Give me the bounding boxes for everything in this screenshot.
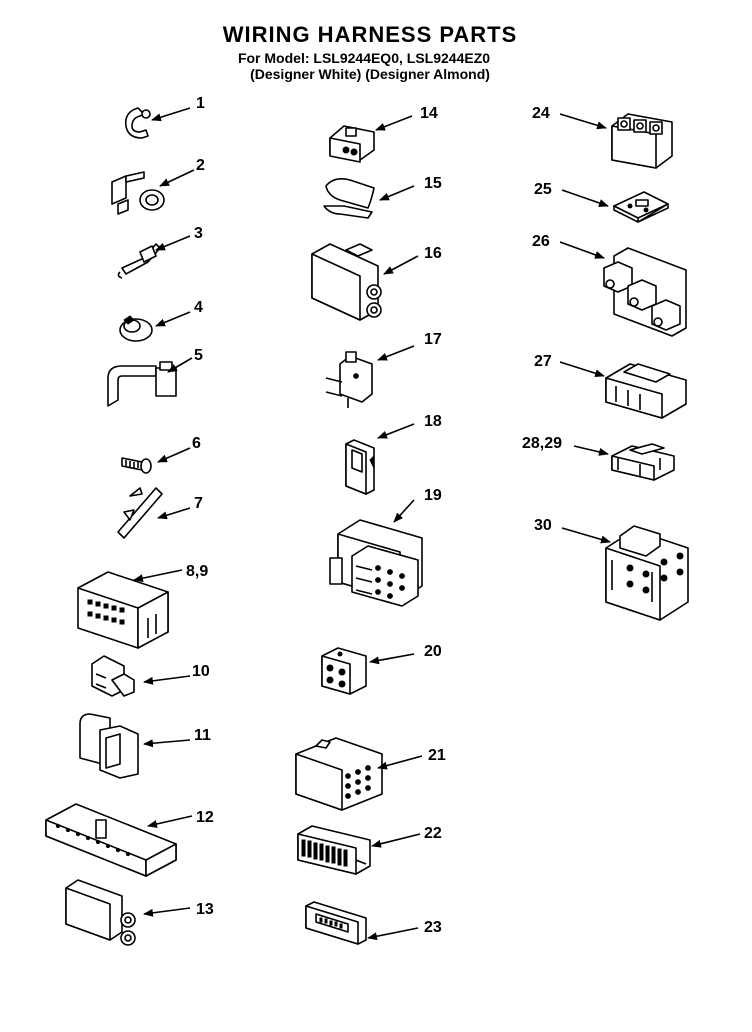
- page-title: WIRING HARNESS PARTS: [222, 22, 518, 47]
- part-label: 6: [192, 435, 201, 452]
- part-label: 10: [192, 663, 210, 680]
- part-label: 27: [534, 353, 552, 370]
- part-label: 15: [424, 175, 442, 192]
- color-variants: (Designer White) (Designer Almond): [250, 66, 490, 82]
- part-label: 19: [424, 487, 442, 504]
- part-label: 21: [428, 747, 446, 764]
- part-label: 24: [532, 105, 550, 122]
- part-15-sleeve[interactable]: 15: [323, 175, 442, 219]
- part-22-multi-pin-connector[interactable]: 22: [297, 825, 442, 875]
- part-label: 2: [196, 157, 205, 174]
- part-5-cable-clamp[interactable]: 5: [107, 347, 203, 407]
- part-25-plate[interactable]: 25: [534, 181, 669, 223]
- part-label: 28,29: [522, 435, 562, 452]
- part-4-grommet[interactable]: 4: [119, 299, 203, 342]
- part-14-connector[interactable]: 14: [329, 105, 438, 163]
- part-label: 18: [424, 413, 442, 430]
- part-label: 4: [194, 299, 203, 316]
- part-1-clip[interactable]: 1: [124, 95, 205, 139]
- part-13-connector[interactable]: 13: [65, 879, 214, 946]
- part-7-strip[interactable]: 7: [117, 487, 203, 539]
- part-27-connector[interactable]: 27: [534, 353, 687, 419]
- part-3-wire-clip[interactable]: 3: [117, 225, 203, 279]
- part-label: 26: [532, 233, 550, 250]
- part-17-connector[interactable]: 17: [325, 331, 442, 408]
- part-12-terminal-strip[interactable]: 12: [45, 803, 214, 877]
- part-20-connector[interactable]: 20: [321, 643, 442, 695]
- model-numbers: For Model: LSL9244EQ0, LSL9244EZ0: [237, 50, 491, 66]
- part-10-connector[interactable]: 10: [91, 655, 210, 697]
- part-label: 5: [194, 347, 203, 364]
- part-label: 3: [194, 225, 203, 242]
- part-2-bracket-clamp[interactable]: 2: [111, 157, 205, 215]
- part-label: 7: [194, 495, 203, 512]
- part-label: 30: [534, 517, 552, 534]
- part-label: 8,9: [186, 563, 208, 580]
- part-label: 1: [196, 95, 205, 112]
- part-11-connector[interactable]: 11: [79, 713, 211, 779]
- part-label: 20: [424, 643, 442, 660]
- part-label: 23: [424, 919, 442, 936]
- part-label: 14: [420, 105, 438, 122]
- part-21-connector-block[interactable]: 21: [295, 737, 446, 811]
- part-label: 25: [534, 181, 552, 198]
- part-label: 13: [196, 901, 214, 918]
- part-6-screw[interactable]: 6: [121, 435, 201, 474]
- part-label: 17: [424, 331, 442, 348]
- part-18-terminal-housing[interactable]: 18: [345, 413, 442, 495]
- part-16-connector[interactable]: 16: [311, 243, 442, 321]
- part-label: 12: [196, 809, 214, 826]
- part-23-edge-connector[interactable]: 23: [305, 901, 442, 945]
- part-label: 11: [194, 727, 211, 744]
- part-28-29-terminal[interactable]: 28,29: [522, 435, 675, 481]
- part-8-9-multi-connector[interactable]: 8,9: [77, 563, 208, 649]
- part-24-connector-block[interactable]: 24: [532, 105, 673, 169]
- part-19-multi-connector[interactable]: 19: [329, 487, 442, 607]
- part-26-harness-block[interactable]: 26: [532, 233, 687, 337]
- part-label: 16: [424, 245, 442, 262]
- part-30-connector-block[interactable]: 30: [534, 517, 689, 621]
- part-label: 22: [424, 825, 442, 842]
